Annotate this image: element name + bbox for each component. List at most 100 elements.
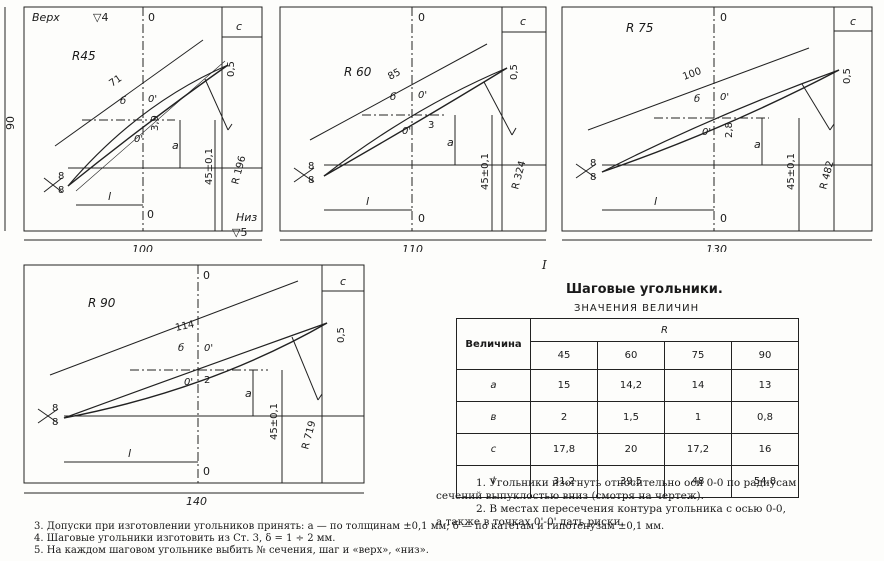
row-name: в [456,401,531,434]
angle-label-2: 8 [58,185,64,196]
sheet-mark: I [542,258,547,272]
radius-label: R45 [72,49,96,63]
table-row: a 15 14,2 14 13 [456,369,799,402]
drawing-r45: Верх ▽4 0 c R45 71 б 0' 0' 3,9 0,5 a 45±… [0,0,272,252]
axis-zero-label-2: 0 [418,212,425,225]
offset-label: 2 [204,375,210,386]
top-label: Верх [32,11,60,24]
angle-label: 8 [308,161,314,172]
radius-col: 90 [731,341,799,370]
tol-label: 45±0,1 [480,153,491,190]
table-row: l 31,2 39,5 48 54,8 [456,465,799,498]
point-o-prime-label: 0' [204,343,213,354]
note-5: 5. На каждом шаговом угольнике выбить № … [34,545,429,556]
length-label: 85 [386,67,402,83]
cell: 0,8 [731,401,799,434]
bend-radius-label: R 196 [230,155,248,186]
dim-l-label: l [654,195,657,208]
radius-label: R 90 [88,296,116,310]
radius-label: R 60 [344,65,372,79]
angle-label-2: 8 [308,175,314,186]
cell: 1,5 [597,401,665,434]
drawing-r75: 0 c R 75 100 б 0' 0' 2,8 0,5 a 45±0,1 R … [554,0,880,252]
top-surface-mark: ▽4 [93,11,108,24]
row-header: Величина [456,318,531,370]
width-label: 100 [132,243,153,252]
point-o-prime-label: 0' [418,90,427,101]
dim-b-label: б [694,93,700,105]
radius-label: R 75 [626,21,653,35]
bend-radius-label: R 324 [510,160,528,191]
dim-c-label: c [850,15,856,28]
table-row: в 2 1,5 1 0,8 [456,401,799,434]
table-title: Шаговые угольники. [566,282,723,297]
cell: 13 [731,369,799,402]
tip-label: 0,5 [226,61,237,77]
cell: 48 [664,465,732,498]
width-label: 110 [402,243,423,252]
axis-zero-label: 0 [148,11,155,24]
dim-a-label: a [172,139,179,152]
radius-col: 75 [664,341,732,370]
offset-label: 2,8 [724,122,735,138]
tip-label: 0,5 [509,64,520,80]
bottom-label: Низ [236,211,257,224]
tip-label: 0,5 [842,68,853,84]
dim-c-label: c [236,20,242,33]
offset-label: 3,9 [150,115,161,131]
dim-a-label: a [447,136,454,149]
cell: 15 [530,369,598,402]
table-subtitle: ЗНАЧЕНИЯ ВЕЛИЧИН [574,303,700,314]
dim-l-label: l [128,447,131,460]
cell: 39,5 [597,465,665,498]
offset-label: 3 [428,120,434,131]
axis-zero-label-2: 0 [720,212,727,225]
axis-zero-label-2: 0 [147,208,154,221]
bottom-surface-mark: ▽5 [232,226,247,239]
angle-label-2: 8 [52,417,58,428]
length-label: 100 [681,66,703,83]
angle-label: 8 [58,171,64,182]
cell: 16 [731,433,799,466]
axis-zero-label: 0 [720,11,727,24]
dim-c-label: c [520,15,526,28]
axis-zero-label: 0 [418,11,425,24]
point-o-prime-label: 0' [148,94,157,105]
point-o-prime-label-2: 0' [402,126,411,137]
tol-label: 45±0,1 [269,403,280,440]
width-label: 140 [186,495,207,505]
cell: 20 [597,433,665,466]
dim-a-label: a [754,138,761,151]
cell: 14 [664,369,732,402]
length-label: 71 [107,73,124,89]
cell: 14,2 [597,369,665,402]
cell: 17,8 [530,433,598,466]
note-1a: 1. Угольники изогнуть относительно оси 0… [476,477,797,489]
drawing-r90: 0 c R 90 114 б 0' 0' 2 0,5 a 45±0,1 R 71… [0,255,372,505]
radius-col: 60 [597,341,665,370]
length-label: 114 [174,319,195,334]
note-3: 3. Допуски при изготовлении угольников п… [34,521,665,532]
row-name: a [456,369,531,402]
cell: 17,2 [664,433,732,466]
angle-label-2: 8 [590,172,596,183]
row-name: c [456,433,531,466]
col-header-r: R [530,318,799,342]
cell: 2 [530,401,598,434]
tip-label: 0,5 [336,327,347,343]
cell: 1 [664,401,732,434]
values-table: Величина R 45 60 75 90 a 15 14,2 14 13 в… [456,318,799,498]
dim-l-label: l [366,195,369,208]
note-4: 4. Шаговые угольники изготовить из Ст. 3… [34,533,336,544]
row-name: l [456,465,531,498]
dim-l-label: l [108,190,111,203]
tol-label: 45±0,1 [204,148,215,185]
point-o-prime-label-2: 0' [134,134,143,145]
dim-b-label: б [178,342,184,354]
radius-col: 45 [530,341,598,370]
axis-zero-label-2: 0 [203,465,210,478]
dim-a-label: a [245,387,252,400]
table-row: c 17,8 20 17,2 16 [456,433,799,466]
point-o-prime-label-2: 0' [184,377,193,388]
cell: 31,2 [530,465,598,498]
